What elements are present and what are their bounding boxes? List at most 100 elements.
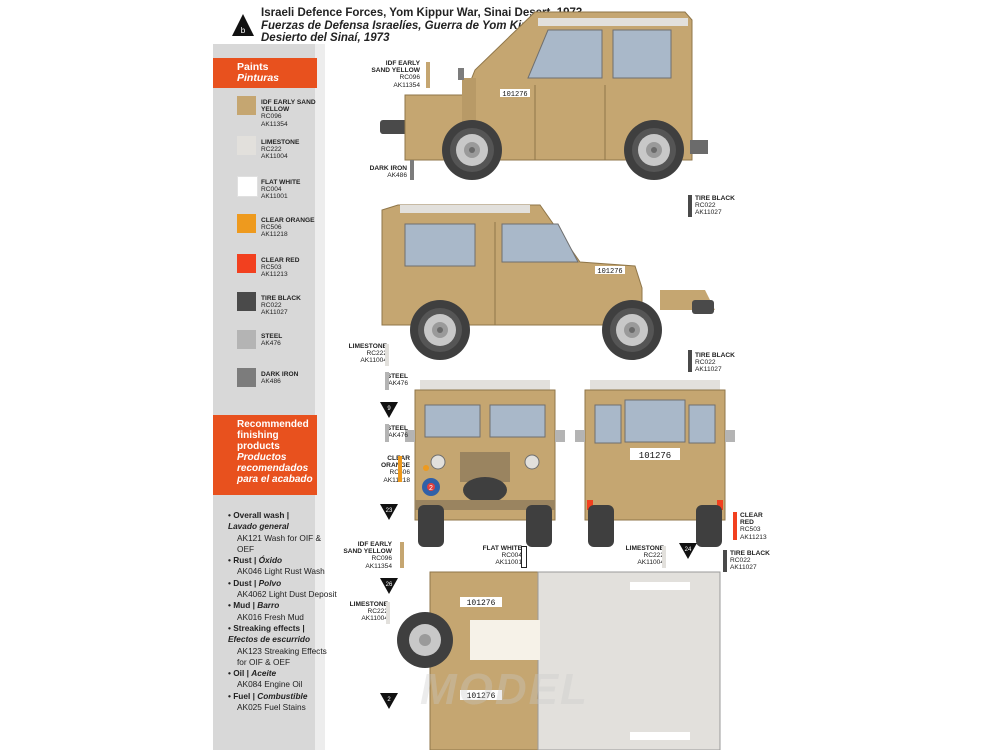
paint-name: DARK IRON xyxy=(261,371,299,378)
callout-line: AK11213 xyxy=(740,533,767,541)
callout-line: DARK IRON xyxy=(369,165,407,172)
paint-swatch xyxy=(237,292,256,311)
callout-line: RC096 xyxy=(399,74,420,82)
callout-line: RC022 xyxy=(695,202,716,210)
callout-line: CLEAR xyxy=(740,512,763,519)
callout-line: RC022 xyxy=(730,557,751,565)
product-category-en: • Fuel | xyxy=(228,690,258,701)
paint-name: CLEAR RED xyxy=(261,257,300,264)
callout-line: RED xyxy=(740,519,754,527)
callout-color-bar xyxy=(410,160,414,180)
callout-line: RC022 xyxy=(695,359,716,367)
paints-ribbon: Paints Pinturas xyxy=(213,58,317,88)
vehicle-drawings: 101276 101276 xyxy=(380,11,735,750)
callout-line: AK11027 xyxy=(730,564,757,572)
callout-line: LIMESTONE xyxy=(348,343,387,350)
callout-line: LIMESTONE xyxy=(349,601,388,608)
product-category: • Rust | Óxido xyxy=(228,555,338,566)
rec-title-es-3: para el acabado xyxy=(237,474,313,485)
paint-name: CLEAR ORANGE xyxy=(261,217,315,224)
plate-roof-1: 101276 xyxy=(467,599,496,608)
paint-code: RC506 xyxy=(261,224,282,232)
paint-code: RC022 xyxy=(261,302,282,310)
plate-roof-2: 101276 xyxy=(467,692,496,701)
product-category: • Fuel | Combustible xyxy=(228,691,338,702)
paint-swatch xyxy=(237,254,256,273)
callout-color-bar xyxy=(426,62,430,88)
rec-title-es-1: Productos xyxy=(237,452,287,463)
recommended-ribbon: Recommended finishing products Productos… xyxy=(213,415,317,495)
callout-line: TIRE BLACK xyxy=(695,352,735,359)
callout-line: AK11027 xyxy=(695,366,722,374)
callout-line: STEEL xyxy=(386,425,408,432)
callout-line: AK476 xyxy=(388,432,408,440)
plate-rear: 101276 xyxy=(639,451,671,461)
paint-code: RC004 xyxy=(261,186,282,194)
sidebar-panel xyxy=(213,44,325,750)
callout-line: RC503 xyxy=(740,526,761,534)
version-header: Israeli Defence Forces, Yom Kippur War, … xyxy=(261,7,601,45)
paint-code: RC503 xyxy=(261,264,282,272)
plate-side-2: 101276 xyxy=(597,268,622,276)
callout-line: RC004 xyxy=(501,552,522,560)
product-category-es: Efectos de escurrido xyxy=(228,634,311,645)
callout-line: STEEL xyxy=(386,373,408,380)
callout-color-bar xyxy=(400,542,404,568)
callout-line: LIMESTONE xyxy=(625,545,664,552)
front-view: 2 xyxy=(405,380,565,547)
header-title: Israeli Defence Forces, Yom Kippur War, … xyxy=(261,7,583,19)
callout-line: AK11001 xyxy=(495,559,522,567)
callout-color-bar xyxy=(398,456,402,482)
callout-line: TIRE BLACK xyxy=(730,550,770,557)
paint-swatch xyxy=(237,136,256,155)
product-item: AK4062 Light Dust Deposit xyxy=(237,589,337,600)
product-category-es: Aceite xyxy=(251,668,277,679)
callout-line: ORANGE xyxy=(381,462,410,470)
paint-name: FLAT WHITE xyxy=(261,179,301,186)
product-category-en: • Oil | xyxy=(228,668,252,679)
product-item: AK025 Fuel Stains xyxy=(237,702,306,713)
product-item: AK016 Fresh Mud xyxy=(237,611,304,622)
svg-text:b: b xyxy=(241,26,246,35)
callout-line: IDF EARLY xyxy=(357,541,392,548)
marker-number: 9 xyxy=(387,406,391,412)
callout-line: SAND YELLOW xyxy=(343,548,392,556)
callout-color-bar xyxy=(386,602,390,624)
callout-line: AK11218 xyxy=(383,476,410,484)
side-view-right: 101276 xyxy=(381,204,715,360)
front-roundel: 2 xyxy=(429,485,433,492)
callout-color-bar xyxy=(385,344,389,366)
product-category-es: Lavado general xyxy=(228,521,289,532)
paint-swatch xyxy=(237,330,256,349)
product-item: AK084 Engine Oil xyxy=(237,679,303,690)
paint-code: AK486 xyxy=(261,378,281,386)
product-category-en: • Overall wash | xyxy=(228,510,290,520)
paint-code: AK11027 xyxy=(261,309,288,317)
product-item: AK121 Wash for OIF & OEF xyxy=(237,532,322,554)
paint-code: AK11354 xyxy=(261,120,288,128)
paint-name: LIMESTONE xyxy=(261,139,300,146)
watermark: MODEL xyxy=(420,665,589,714)
callout-color-bar xyxy=(521,546,527,568)
header-subtitle-2: Desierto del Sinaí, 1973 xyxy=(261,32,390,44)
marker-number: 24 xyxy=(685,547,692,553)
plate-side-1: 101276 xyxy=(502,91,527,99)
callout-line: TIRE BLACK xyxy=(695,195,735,202)
callout-line: FLAT WHITE xyxy=(482,545,522,552)
view-marker-icon: 9 xyxy=(380,402,398,418)
paint-code: AK11213 xyxy=(261,271,288,279)
product-category-en: • Streaking effects | xyxy=(228,622,305,633)
view-marker-icon: 26 xyxy=(380,578,398,594)
callout-line: AK11354 xyxy=(393,81,420,89)
